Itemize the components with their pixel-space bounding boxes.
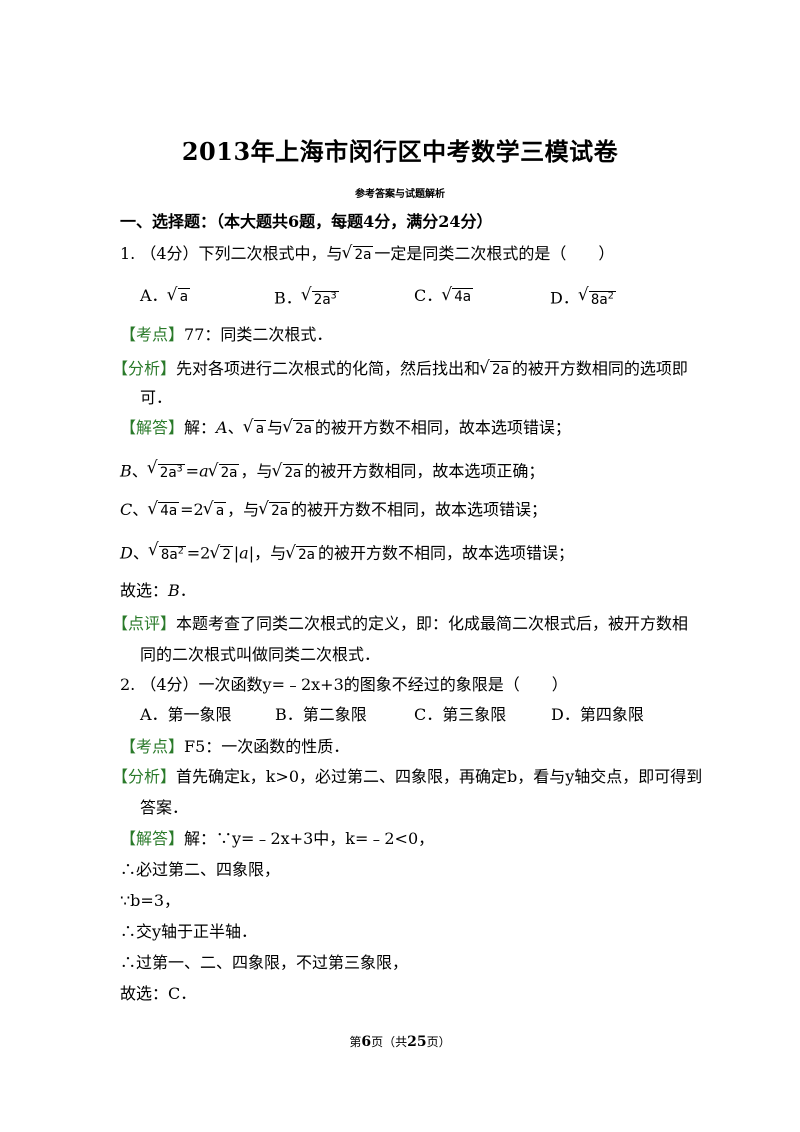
q1-stem-text-end: 一定是同类二次根式的是（ ） (374, 244, 615, 263)
q1-case-d: D、8a2=22|a|，与2a的被开方数不相同，故本选项错误； (120, 540, 574, 565)
q2-option-c: C．第三象限 (414, 705, 507, 724)
radical: 2a (479, 358, 511, 380)
radical: 2a3 (147, 458, 185, 483)
q1-dianping-cont: 同的二次根式叫做同类二次根式． (140, 645, 381, 664)
radical: 2a (282, 417, 314, 439)
page-number: 6 (361, 1034, 372, 1050)
q1-case-c: C、4a=2a，与2a的被开方数不相同，故本选项错误； (120, 499, 547, 521)
radical: a (167, 285, 190, 307)
fenxi-tag: 【分析】 (112, 767, 177, 786)
radical: 4a (441, 285, 474, 307)
q2-option-b: B．第二象限 (275, 705, 367, 724)
radical: a (203, 499, 227, 521)
radical: 8a2 (148, 540, 186, 565)
q1-kaodian: 【考点】77：同类二次根式． (120, 325, 333, 344)
q1-jieda: 【解答】解：A、a与2a的被开方数不相同，故本选项错误； (120, 417, 571, 439)
kaodian-tag: 【考点】 (120, 737, 185, 756)
radical: 2a (342, 243, 374, 265)
radical: 2a (208, 461, 240, 483)
q2-line-4: ∴过第一、二、四象限，不过第三象限， (120, 953, 409, 972)
q2-line-1: ∴必过第二、四象限， (120, 860, 281, 879)
q2-line-5: 故选：C． (120, 984, 197, 1003)
radical: 2a3 (301, 285, 339, 310)
q1-option-b: B．2a3 (274, 285, 340, 310)
q1-fenxi-cont: 可． (140, 388, 173, 407)
radical: a (243, 417, 267, 439)
q1-case-b: B、2a3=a2a，与2a的被开方数相同，故本选项正确； (120, 458, 544, 483)
radical: 4a (147, 499, 180, 521)
q1-stem-text: 1. （4分）下列二次根式中，与 (120, 244, 343, 263)
q2-jieda: 【解答】解：∵y=﹣2x+3中，k=﹣2<0， (120, 829, 435, 848)
fenxi-tag: 【分析】 (112, 359, 177, 378)
q2-stem: 2. （4分）一次函数y=﹣2x+3的图象不经过的象限是（ ） (120, 675, 568, 694)
q2-fenxi-cont: 答案． (140, 798, 189, 817)
jieda-tag: 【解答】 (120, 418, 185, 437)
q2-line-2: ∵b=3， (120, 891, 181, 910)
q1-choose: 故选：B． (120, 581, 196, 600)
page-footer: 第6页（共25页） (349, 1034, 451, 1050)
jieda-tag: 【解答】 (120, 829, 185, 848)
q2-kaodian: 【考点】F5：一次函数的性质． (120, 737, 350, 756)
q2-option-d: D．第四象限 (551, 705, 644, 724)
radical: 2a (272, 461, 304, 483)
q1-stem: 1. （4分）下列二次根式中，与2a一定是同类二次根式的是（ ） (120, 243, 615, 265)
q1-dianping: 【点评】本题考查了同类二次根式的定义，即：化成最简二次根式后，被开方数相 (112, 614, 689, 633)
radical: 2 (209, 543, 233, 565)
section-heading: 一、选择题：（本大题共6题，每题4分，满分24分） (120, 212, 493, 231)
radical: 8a2 (578, 285, 616, 310)
q1-option-d: D．8a2 (550, 285, 617, 310)
page-title: 2013年上海市闵行区中考数学三模试卷 (181, 137, 619, 166)
q2-option-a: A．第一象限 (140, 705, 232, 724)
q1-fenxi: 【分析】先对各项进行二次根式的化简，然后找出和2a的被开方数相同的选项即 (112, 358, 688, 380)
page-total: 25 (407, 1034, 427, 1050)
page-subtitle: 参考答案与试题解析 (355, 189, 445, 200)
radical: 2a (285, 543, 317, 565)
dianping-tag: 【点评】 (112, 614, 177, 633)
kaodian-tag: 【考点】 (120, 325, 185, 344)
radical: 2a (258, 499, 291, 521)
q1-option-a: A．a (140, 285, 191, 307)
q2-fenxi: 【分析】首先确定k，k>0，必过第二、四象限，再确定b，看与y轴交点，即可得到 (112, 767, 703, 786)
q2-line-3: ∴交y轴于正半轴． (120, 922, 258, 941)
q1-option-c: C．4a (414, 285, 474, 307)
